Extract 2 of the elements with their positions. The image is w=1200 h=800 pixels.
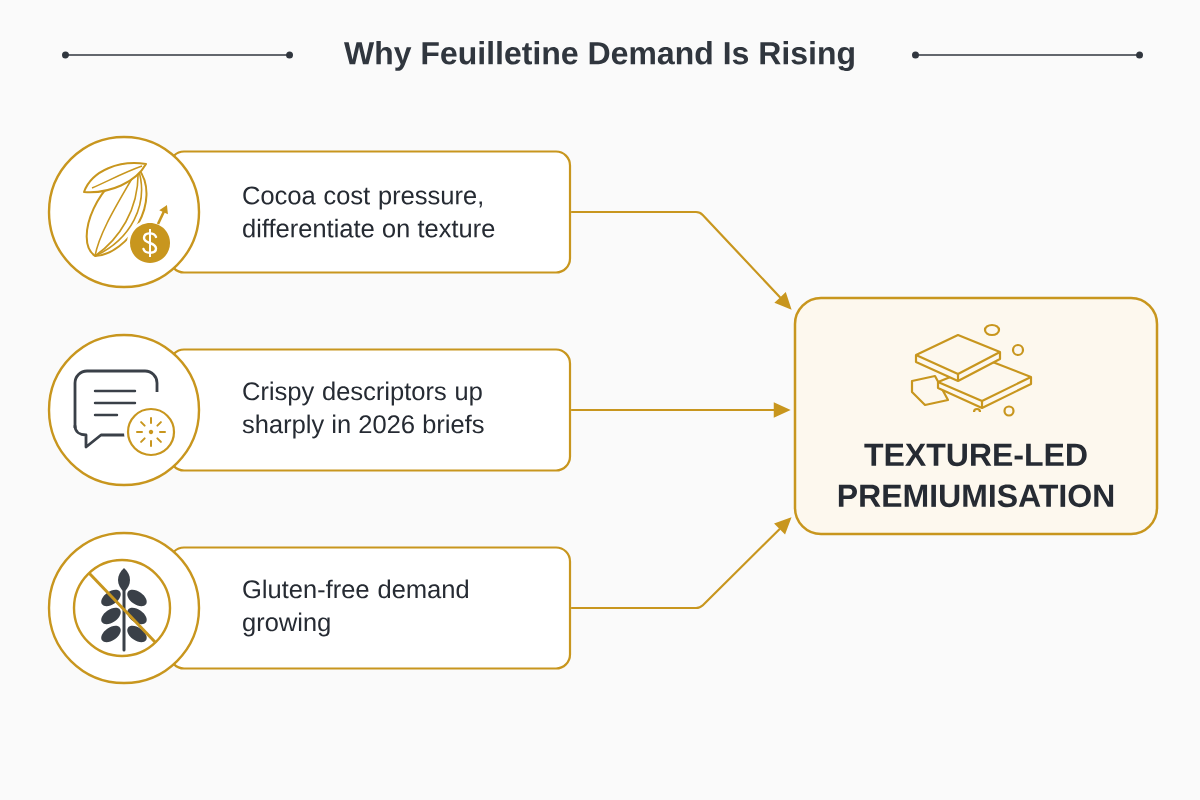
highlight-box: TEXTURE-LED PREMIUMISATION (793, 296, 1159, 536)
title: Why Feuilletine Demand Is Rising (344, 41, 854, 71)
